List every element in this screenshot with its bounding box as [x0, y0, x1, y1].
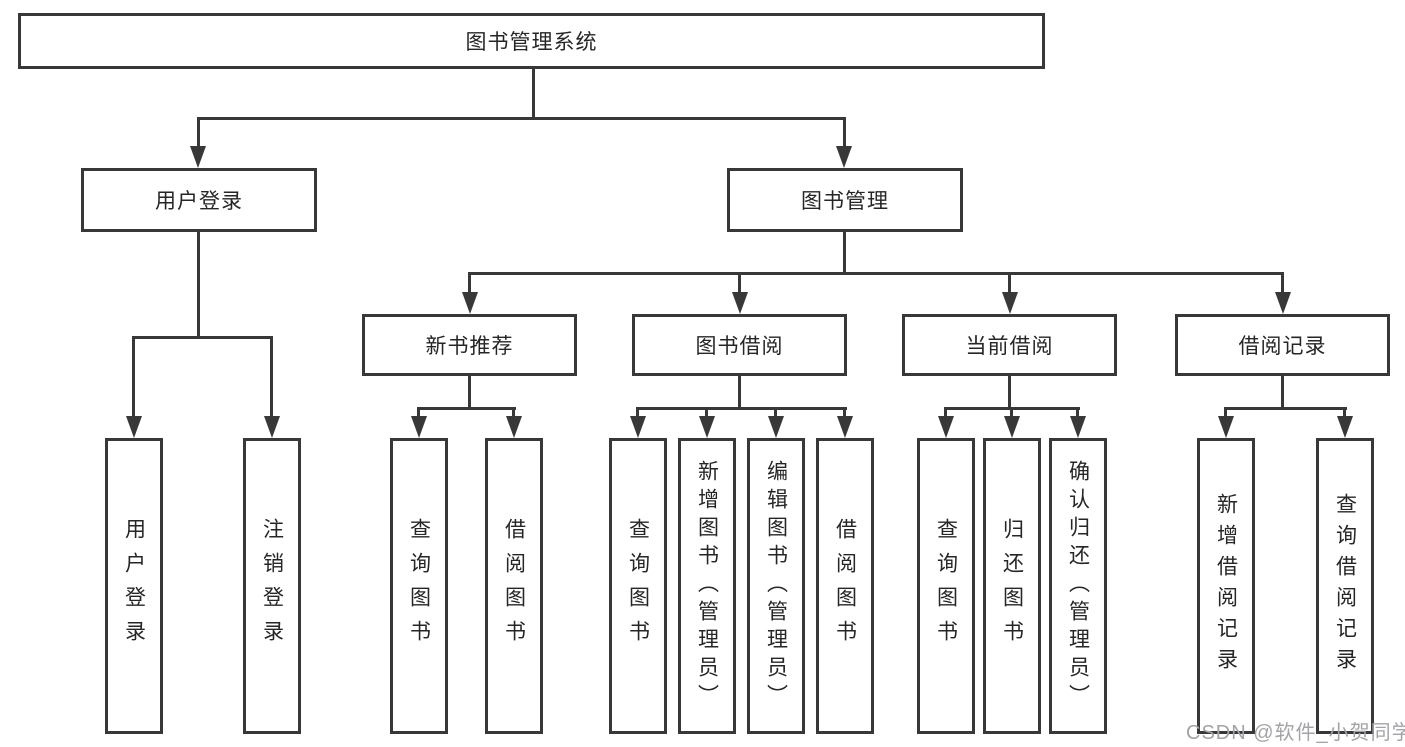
- connector-line: [197, 117, 200, 148]
- leaf-user-login-label: 用户登录: [122, 518, 146, 654]
- leaf-cb-query-books-label: 查询图书: [934, 518, 958, 654]
- connector-line: [1281, 272, 1284, 298]
- leaf-cb-confirm-return-admin-label: 确认归还（管理员）: [1066, 460, 1090, 712]
- connector-line: [468, 272, 471, 298]
- node-new-book-recommend: 新书推荐: [362, 314, 577, 376]
- leaf-bb-query-books-label: 查询图书: [626, 518, 650, 654]
- arrow-down-icon: [264, 416, 280, 438]
- node-new-book-recommend-label: 新书推荐: [425, 335, 514, 358]
- leaf-nbr-borrow-books: 借阅图书: [485, 438, 543, 734]
- arrow-down-icon: [768, 416, 784, 438]
- arrow-down-icon: [1275, 292, 1291, 314]
- connector-line: [197, 232, 200, 336]
- arrow-down-icon: [506, 416, 522, 438]
- connector-line: [1010, 407, 1013, 420]
- connector-line: [197, 117, 846, 120]
- leaf-bb-edit-books-admin-label: 编辑图书（管理员）: [764, 460, 788, 712]
- connector-line: [1224, 407, 1227, 420]
- connector-line: [705, 407, 708, 420]
- connector-line: [417, 407, 420, 420]
- leaf-nbr-query-books-label: 查询图书: [407, 518, 431, 654]
- leaf-br-query-record-label: 查询借阅记录: [1333, 493, 1357, 679]
- arrow-down-icon: [732, 292, 748, 314]
- leaf-cb-return-books-label: 归还图书: [1000, 518, 1024, 654]
- arrow-down-icon: [1070, 416, 1086, 438]
- leaf-user-login: 用户登录: [105, 438, 163, 734]
- connector-line: [636, 407, 847, 410]
- node-book-management: 图书管理: [727, 168, 963, 232]
- connector-line: [417, 407, 516, 410]
- node-book-borrow: 图书借阅: [632, 314, 847, 376]
- watermark: CSDN @软件_小贺同学: [1186, 722, 1405, 744]
- arrow-down-icon: [462, 292, 478, 314]
- arrow-down-icon: [126, 416, 142, 438]
- leaf-cb-return-books: 归还图书: [983, 438, 1041, 734]
- connector-line: [774, 407, 777, 420]
- arrow-down-icon: [837, 416, 853, 438]
- connector-line: [738, 272, 741, 298]
- leaf-br-query-record: 查询借阅记录: [1316, 438, 1374, 734]
- node-user-login-label: 用户登录: [155, 190, 243, 213]
- connector-line: [132, 336, 135, 418]
- connector-line: [1076, 407, 1079, 420]
- arrow-down-icon: [836, 146, 852, 168]
- leaf-bb-query-books: 查询图书: [609, 438, 667, 734]
- connector-line: [738, 376, 741, 407]
- connector-line: [843, 232, 846, 272]
- connector-line: [843, 407, 846, 420]
- node-book-borrow-label: 图书借阅: [695, 335, 784, 358]
- arrow-down-icon: [1002, 292, 1018, 314]
- connector-line: [636, 407, 639, 420]
- connector-line: [132, 336, 273, 339]
- connector-line: [843, 117, 846, 148]
- leaf-bb-add-books-admin-label: 新增图书（管理员）: [695, 460, 719, 712]
- arrow-down-icon: [190, 146, 206, 168]
- leaf-bb-borrow-books: 借阅图书: [816, 438, 874, 734]
- connector-line: [468, 272, 1284, 275]
- arrow-down-icon: [938, 416, 954, 438]
- leaf-nbr-borrow-books-label: 借阅图书: [502, 518, 526, 654]
- node-book-management-label: 图书管理: [801, 190, 889, 213]
- node-borrow-records-label: 借阅记录: [1238, 335, 1327, 358]
- leaf-bb-add-books-admin: 新增图书（管理员）: [678, 438, 736, 734]
- arrow-down-icon: [411, 416, 427, 438]
- leaf-br-add-record-label: 新增借阅记录: [1214, 493, 1238, 679]
- leaf-logout: 注销登录: [243, 438, 301, 734]
- connector-line: [944, 407, 947, 420]
- arrow-down-icon: [1337, 416, 1353, 438]
- connector-line: [1343, 407, 1346, 420]
- leaf-br-add-record: 新增借阅记录: [1197, 438, 1255, 734]
- node-root-label: 图书管理系统: [465, 31, 598, 54]
- connector-line: [1008, 272, 1011, 298]
- arrow-down-icon: [1218, 416, 1234, 438]
- arrow-down-icon: [699, 416, 715, 438]
- leaf-nbr-query-books: 查询图书: [390, 438, 448, 734]
- arrow-down-icon: [630, 416, 646, 438]
- leaf-bb-edit-books-admin: 编辑图书（管理员）: [747, 438, 805, 734]
- connector-line: [1224, 407, 1347, 410]
- node-root: 图书管理系统: [18, 13, 1045, 69]
- node-current-borrow-label: 当前借阅: [965, 335, 1054, 358]
- leaf-bb-borrow-books-label: 借阅图书: [833, 518, 857, 654]
- connector-line: [1008, 376, 1011, 407]
- connector-line: [1281, 376, 1284, 407]
- leaf-cb-confirm-return-admin: 确认归还（管理员）: [1049, 438, 1107, 734]
- leaf-cb-query-books: 查询图书: [917, 438, 975, 734]
- connector-line: [468, 376, 471, 407]
- connector-line: [270, 336, 273, 418]
- node-current-borrow: 当前借阅: [902, 314, 1117, 376]
- arrow-down-icon: [1004, 416, 1020, 438]
- connector-line: [532, 69, 535, 117]
- leaf-logout-label: 注销登录: [260, 518, 284, 654]
- node-user-login: 用户登录: [81, 168, 317, 232]
- connector-line: [512, 407, 515, 420]
- node-borrow-records: 借阅记录: [1175, 314, 1390, 376]
